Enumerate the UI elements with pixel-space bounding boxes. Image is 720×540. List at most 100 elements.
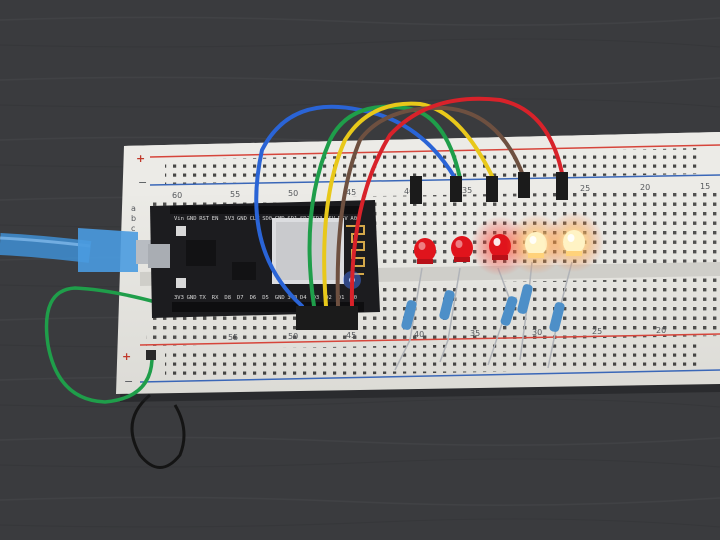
led-rim bbox=[454, 257, 470, 262]
pin-label: GND bbox=[237, 216, 247, 222]
top-rail-blue-line bbox=[149, 174, 720, 186]
pin-label: D2 bbox=[325, 295, 332, 301]
col-num: 15 bbox=[700, 182, 710, 191]
col-num: 35 bbox=[462, 186, 472, 195]
pin-label: EN bbox=[212, 216, 219, 222]
col-num: 40 bbox=[414, 330, 424, 339]
leds bbox=[414, 212, 604, 276]
pin-label: D7 bbox=[237, 295, 244, 301]
wire-connector bbox=[518, 172, 530, 198]
pin-label: D1 bbox=[338, 295, 345, 301]
resistor bbox=[549, 302, 565, 332]
top-rail-minus-label: − bbox=[138, 176, 147, 189]
reset-button bbox=[176, 226, 186, 236]
col-num: 55 bbox=[230, 190, 240, 199]
pin-label: 3V3 bbox=[174, 295, 184, 301]
jumper-wire-red bbox=[349, 96, 565, 308]
header-top bbox=[170, 206, 360, 214]
bottom-rail-red-line bbox=[139, 333, 720, 346]
wire-shadow-loop bbox=[130, 393, 186, 469]
row-letter: a bbox=[131, 204, 136, 213]
led-rim bbox=[566, 251, 582, 256]
regulator-chip bbox=[232, 262, 256, 280]
pin-label: GND bbox=[275, 295, 285, 301]
usb-serial-chip bbox=[186, 240, 216, 266]
pin-label: RSV bbox=[325, 216, 336, 222]
pin-label: A0 bbox=[350, 216, 357, 222]
pin-label: GND bbox=[187, 216, 197, 222]
col-num: 30 bbox=[532, 328, 542, 337]
pin-label: SD3 bbox=[313, 216, 323, 222]
resistor bbox=[517, 284, 533, 314]
pin-label: TX bbox=[199, 295, 206, 301]
micro-usb-socket bbox=[148, 244, 170, 268]
led-highlight bbox=[493, 238, 501, 246]
row-letter: c bbox=[131, 224, 135, 233]
top-rail-plus-label: + bbox=[136, 152, 145, 165]
wire-connector bbox=[556, 172, 568, 200]
usb-connector-boot bbox=[78, 228, 138, 272]
pin-label: CLK bbox=[250, 216, 261, 222]
jumper-wire-blue bbox=[254, 104, 457, 308]
resistor-lead bbox=[439, 267, 461, 363]
green-wire-pin bbox=[146, 350, 156, 360]
led bbox=[563, 230, 585, 254]
col-num: 20 bbox=[656, 326, 666, 335]
pin-label: D6 bbox=[250, 295, 257, 301]
green-loop-wire bbox=[44, 286, 192, 404]
col-num: 50 bbox=[288, 189, 298, 198]
led-rim bbox=[417, 259, 433, 264]
wire-connector bbox=[410, 176, 422, 204]
led bbox=[525, 232, 547, 256]
jumper-wire-green bbox=[307, 104, 462, 308]
led-highlight bbox=[567, 234, 575, 242]
col-num: 25 bbox=[592, 327, 602, 336]
pin-label: SD1 bbox=[287, 216, 297, 222]
bottom-rail-blue-line bbox=[139, 369, 720, 383]
pin-label: GND bbox=[187, 295, 197, 301]
resistor-lead bbox=[394, 267, 423, 371]
wire-connector bbox=[296, 306, 358, 330]
pin-label: Vin bbox=[174, 216, 184, 222]
col-num: 25 bbox=[580, 184, 590, 193]
col-num: 35 bbox=[470, 329, 480, 338]
pin-label: 3V3 bbox=[224, 216, 234, 222]
resistor bbox=[500, 296, 518, 326]
pin-label: D8 bbox=[224, 295, 231, 301]
flash-button bbox=[176, 278, 186, 288]
col-num: 55 bbox=[228, 333, 238, 342]
pin-label: RST bbox=[199, 216, 210, 222]
pin-label: D5 bbox=[262, 295, 269, 301]
led bbox=[451, 236, 473, 260]
led-rim bbox=[492, 255, 508, 260]
resistor-lead bbox=[547, 261, 573, 369]
jumper-wire-brown bbox=[335, 105, 526, 308]
bottom-rail-minus-label: − bbox=[124, 375, 133, 388]
pin-label: D4 bbox=[300, 295, 307, 301]
led-rim bbox=[528, 253, 544, 258]
col-num: 20 bbox=[640, 183, 650, 192]
resistor bbox=[401, 300, 417, 330]
led bbox=[414, 238, 436, 262]
jumper-wire-yellow bbox=[322, 101, 495, 308]
row-letter: b bbox=[131, 214, 136, 223]
jumper-wires bbox=[254, 96, 568, 330]
header-bottom bbox=[172, 302, 364, 312]
led-highlight bbox=[455, 240, 463, 248]
pin-label: D3 bbox=[313, 295, 320, 301]
row-letters: a b c bbox=[131, 204, 136, 233]
col-num: 45 bbox=[346, 331, 356, 340]
bottom-rail-plus-label: + bbox=[122, 350, 131, 363]
bottom-rail-holes bbox=[165, 340, 700, 378]
pin-label: RSV bbox=[338, 216, 349, 222]
bottom-column-numbers: 55 50 45 40 35 30 25 20 bbox=[228, 326, 666, 342]
pin-label: SD2 bbox=[300, 216, 310, 222]
col-num: 60 bbox=[172, 191, 182, 200]
pin-label: SD0 bbox=[262, 216, 272, 222]
wire-connector bbox=[450, 176, 462, 202]
pin-label: CMD bbox=[275, 216, 285, 222]
wire-connector bbox=[486, 176, 498, 202]
